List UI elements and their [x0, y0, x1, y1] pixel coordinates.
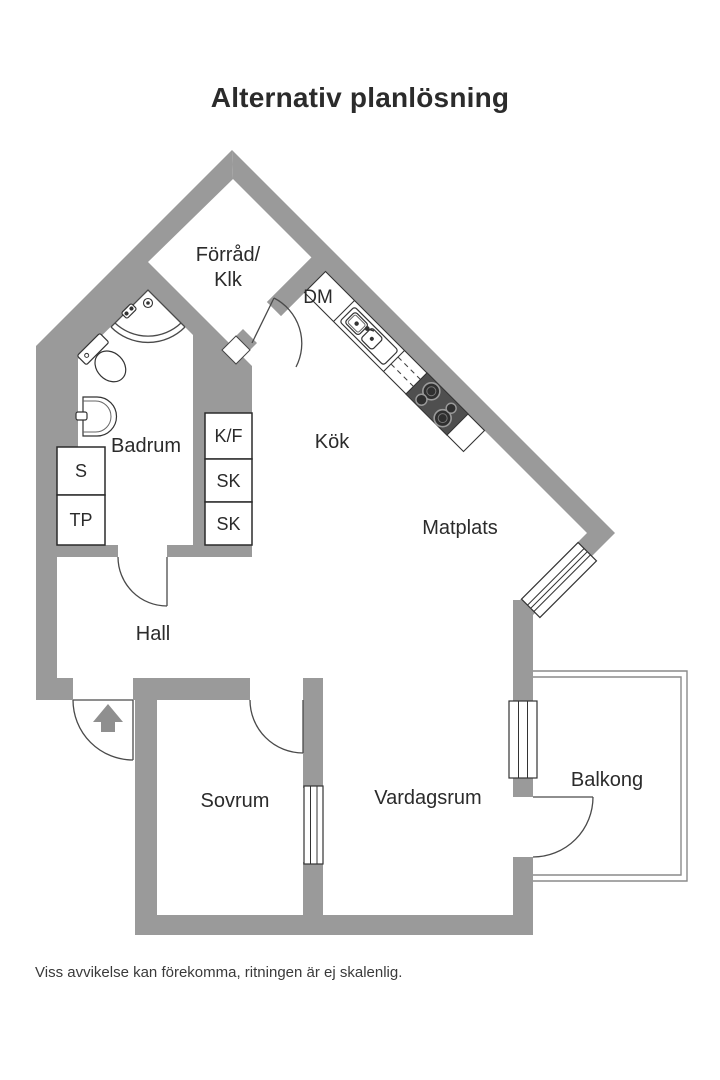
label-closet-sk-lower: SK [216, 514, 240, 534]
plan-title: Alternativ planlösning [210, 82, 510, 113]
badrum-door [117, 556, 168, 607]
wall-jamb-cap [236, 329, 257, 350]
kitchen-counter [303, 270, 486, 453]
label-hall: Hall [136, 623, 170, 645]
label-closet-sk-upper: SK [216, 471, 240, 491]
balcony-outline [533, 670, 688, 882]
closet-kf-box [204, 412, 253, 460]
wall-northeast-outer [232, 150, 615, 533]
wall-closet-bottom [193, 545, 252, 557]
interior-window-icon [303, 785, 324, 865]
walls [36, 150, 615, 935]
toilet-icon [77, 333, 127, 383]
counter-divider-2 [383, 350, 405, 372]
wall-forrad-badrum [148, 262, 252, 413]
label-forrad-line2: Klk [214, 269, 243, 291]
label-closet-kf: K/F [214, 426, 242, 446]
label-matplats: Matplats [422, 517, 498, 539]
label-sovrum: Sovrum [201, 790, 270, 812]
wall-east-mid [513, 778, 533, 797]
label-kok: Kök [315, 431, 350, 453]
label-vardagsrum: Vardagsrum [374, 787, 481, 809]
disclaimer-text: Viss avvikelse kan förekomma, ritningen … [35, 964, 403, 981]
label-forrad-line1: Förråd/ [196, 244, 261, 266]
wall-left-outer [36, 150, 233, 700]
closet-sk-lower-box [204, 501, 253, 546]
wall-forrad-southeast [266, 248, 335, 317]
matplats-window-icon [520, 541, 598, 619]
wall-hall-sovrum-top [133, 678, 250, 700]
label-dishwasher: DM [303, 287, 333, 308]
forrad-door [251, 297, 303, 368]
closet-tp-box [56, 494, 106, 546]
wall-east-upper [513, 600, 533, 701]
closet-boxes [56, 412, 253, 546]
wall-badrum-bottom-right [167, 545, 193, 557]
doors [72, 297, 594, 858]
shower-icon [110, 289, 186, 344]
kitchen-sink-icon [340, 307, 398, 365]
forrad-door-jamb [221, 335, 251, 365]
wall-sovrum-left [135, 700, 157, 915]
room-labels: Förråd/ Klk DM Kök Matplats Badrum Hall … [69, 244, 643, 812]
stove-icon [405, 372, 469, 436]
bathroom-fixtures [75, 289, 186, 437]
label-closet-s: S [75, 461, 87, 481]
closet-sk-upper-box [204, 458, 253, 503]
wall-badrum-bottom-left [57, 545, 118, 557]
balcony-inner-line [533, 676, 682, 876]
entry-arrow-icon [93, 704, 123, 732]
wall-closet-left [193, 413, 205, 557]
vardagsrum-window-icon [508, 700, 538, 779]
washbasin-icon [75, 396, 118, 437]
label-closet-tp: TP [69, 510, 92, 530]
wall-bottom [135, 915, 533, 935]
label-balkong: Balkong [571, 769, 643, 791]
entry-door [72, 699, 134, 761]
wall-partition-upper [303, 678, 323, 788]
windows [303, 541, 598, 865]
balcony-door [532, 796, 594, 858]
wall-partition-lower [303, 862, 323, 917]
label-badrum: Badrum [111, 435, 181, 457]
counter-divider-1 [333, 300, 355, 322]
balcony-outer-line [533, 670, 688, 882]
sovrum-door [249, 699, 304, 754]
